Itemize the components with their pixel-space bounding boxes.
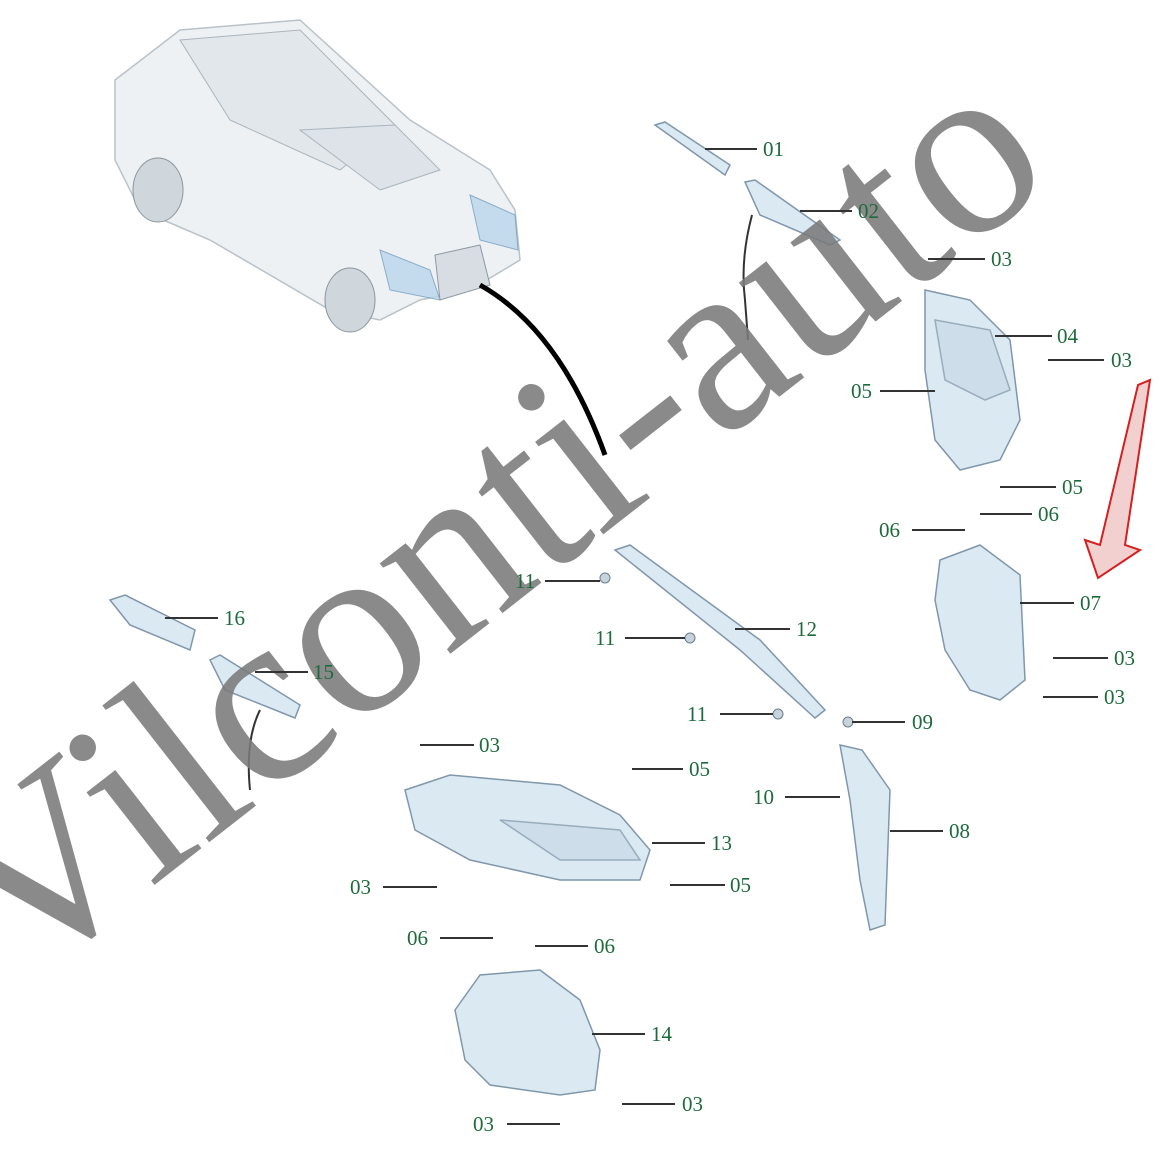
callout-label: 04 [1057, 324, 1079, 348]
callout-label: 03 [473, 1112, 494, 1136]
callout-label: 11 [687, 702, 707, 726]
callout-label: 07 [1080, 591, 1101, 615]
callout-label: 15 [313, 660, 334, 684]
callout-label: 11 [595, 626, 615, 650]
callout-label: 03 [991, 247, 1012, 271]
callout-label: 03 [1111, 348, 1132, 372]
callout-label: 14 [651, 1022, 673, 1046]
callout-label: 08 [949, 819, 970, 843]
vehicle-illustration [114, 19, 521, 333]
callout-label: 03 [1114, 646, 1135, 670]
callout-label: 03 [1104, 685, 1125, 709]
callout-label: 03 [479, 733, 500, 757]
callout-label: 16 [224, 606, 245, 630]
callout-label: 10 [753, 785, 774, 809]
callout-label: 03 [682, 1092, 703, 1116]
callout-label: 06 [594, 934, 615, 958]
callout-label: 01 [763, 137, 784, 161]
callout-label: 13 [711, 831, 732, 855]
callout-label: 05 [689, 757, 710, 781]
callout-label: 12 [796, 617, 817, 641]
callout-label: 06 [407, 926, 428, 950]
callout-label: 05 [730, 873, 751, 897]
callouts: 01 02 03 04 03 05 05 06 06 07 03 03 11 1… [165, 137, 1135, 1136]
callout-label: 09 [912, 710, 933, 734]
red-arrow-icon [1083, 378, 1152, 580]
callout-label: 02 [858, 199, 879, 223]
callout-label: 05 [851, 379, 872, 403]
pointer-line [478, 282, 608, 456]
callout-label: 11 [515, 569, 535, 593]
callout-label: 05 [1062, 475, 1083, 499]
part-shapes [108, 121, 1026, 1096]
callout-label: 03 [350, 875, 371, 899]
callout-label: 06 [1038, 502, 1059, 526]
callout-label: 06 [879, 518, 900, 542]
